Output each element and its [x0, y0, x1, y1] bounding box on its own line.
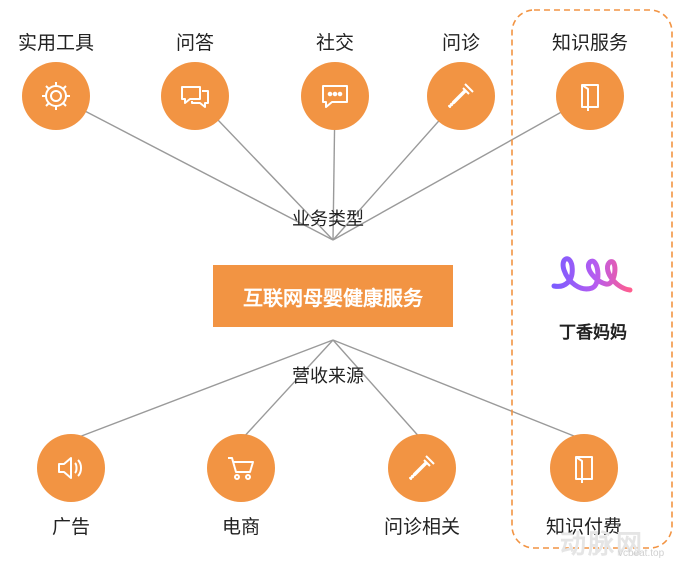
node-label: 社交: [315, 33, 354, 54]
node-label: 问诊相关: [383, 517, 460, 538]
node-label: 问答: [175, 33, 214, 54]
revenue-sources-label: 营收来源: [292, 366, 364, 386]
business-connector-4: [332, 95, 591, 241]
watermark-sub: vcbeat.top: [618, 548, 665, 559]
chat-bubbles-icon: [161, 62, 229, 130]
dropper-icon: [427, 62, 495, 130]
center-node: 互联网母婴健康服务: [213, 265, 453, 327]
book-icon: [550, 434, 618, 502]
dropper-icon: [388, 434, 456, 502]
revenue-connector-0: [70, 339, 334, 441]
business-types-label: 业务类型: [292, 209, 364, 229]
node-label: 知识服务: [551, 33, 628, 54]
node-label: 实用工具: [17, 33, 94, 54]
node-label: 广告: [51, 517, 90, 538]
cart-icon: [207, 434, 275, 502]
book-icon: [556, 62, 624, 130]
revenue-connector-3: [332, 339, 585, 441]
dxy-mama-logo: [551, 256, 633, 293]
business-connector-0: [55, 95, 334, 241]
node-label: 问诊: [441, 33, 480, 54]
gear-icon: [22, 62, 90, 130]
revenue-connector-2: [332, 339, 423, 441]
message-dots-icon: [301, 62, 369, 130]
brand-name: 丁香妈妈: [559, 323, 627, 342]
revenue-connector-1: [240, 339, 334, 441]
watermark: 动脉网: [560, 529, 645, 559]
node-label: 知识付费: [545, 517, 622, 538]
node-label: 电商: [221, 517, 260, 538]
speaker-icon: [37, 434, 105, 502]
